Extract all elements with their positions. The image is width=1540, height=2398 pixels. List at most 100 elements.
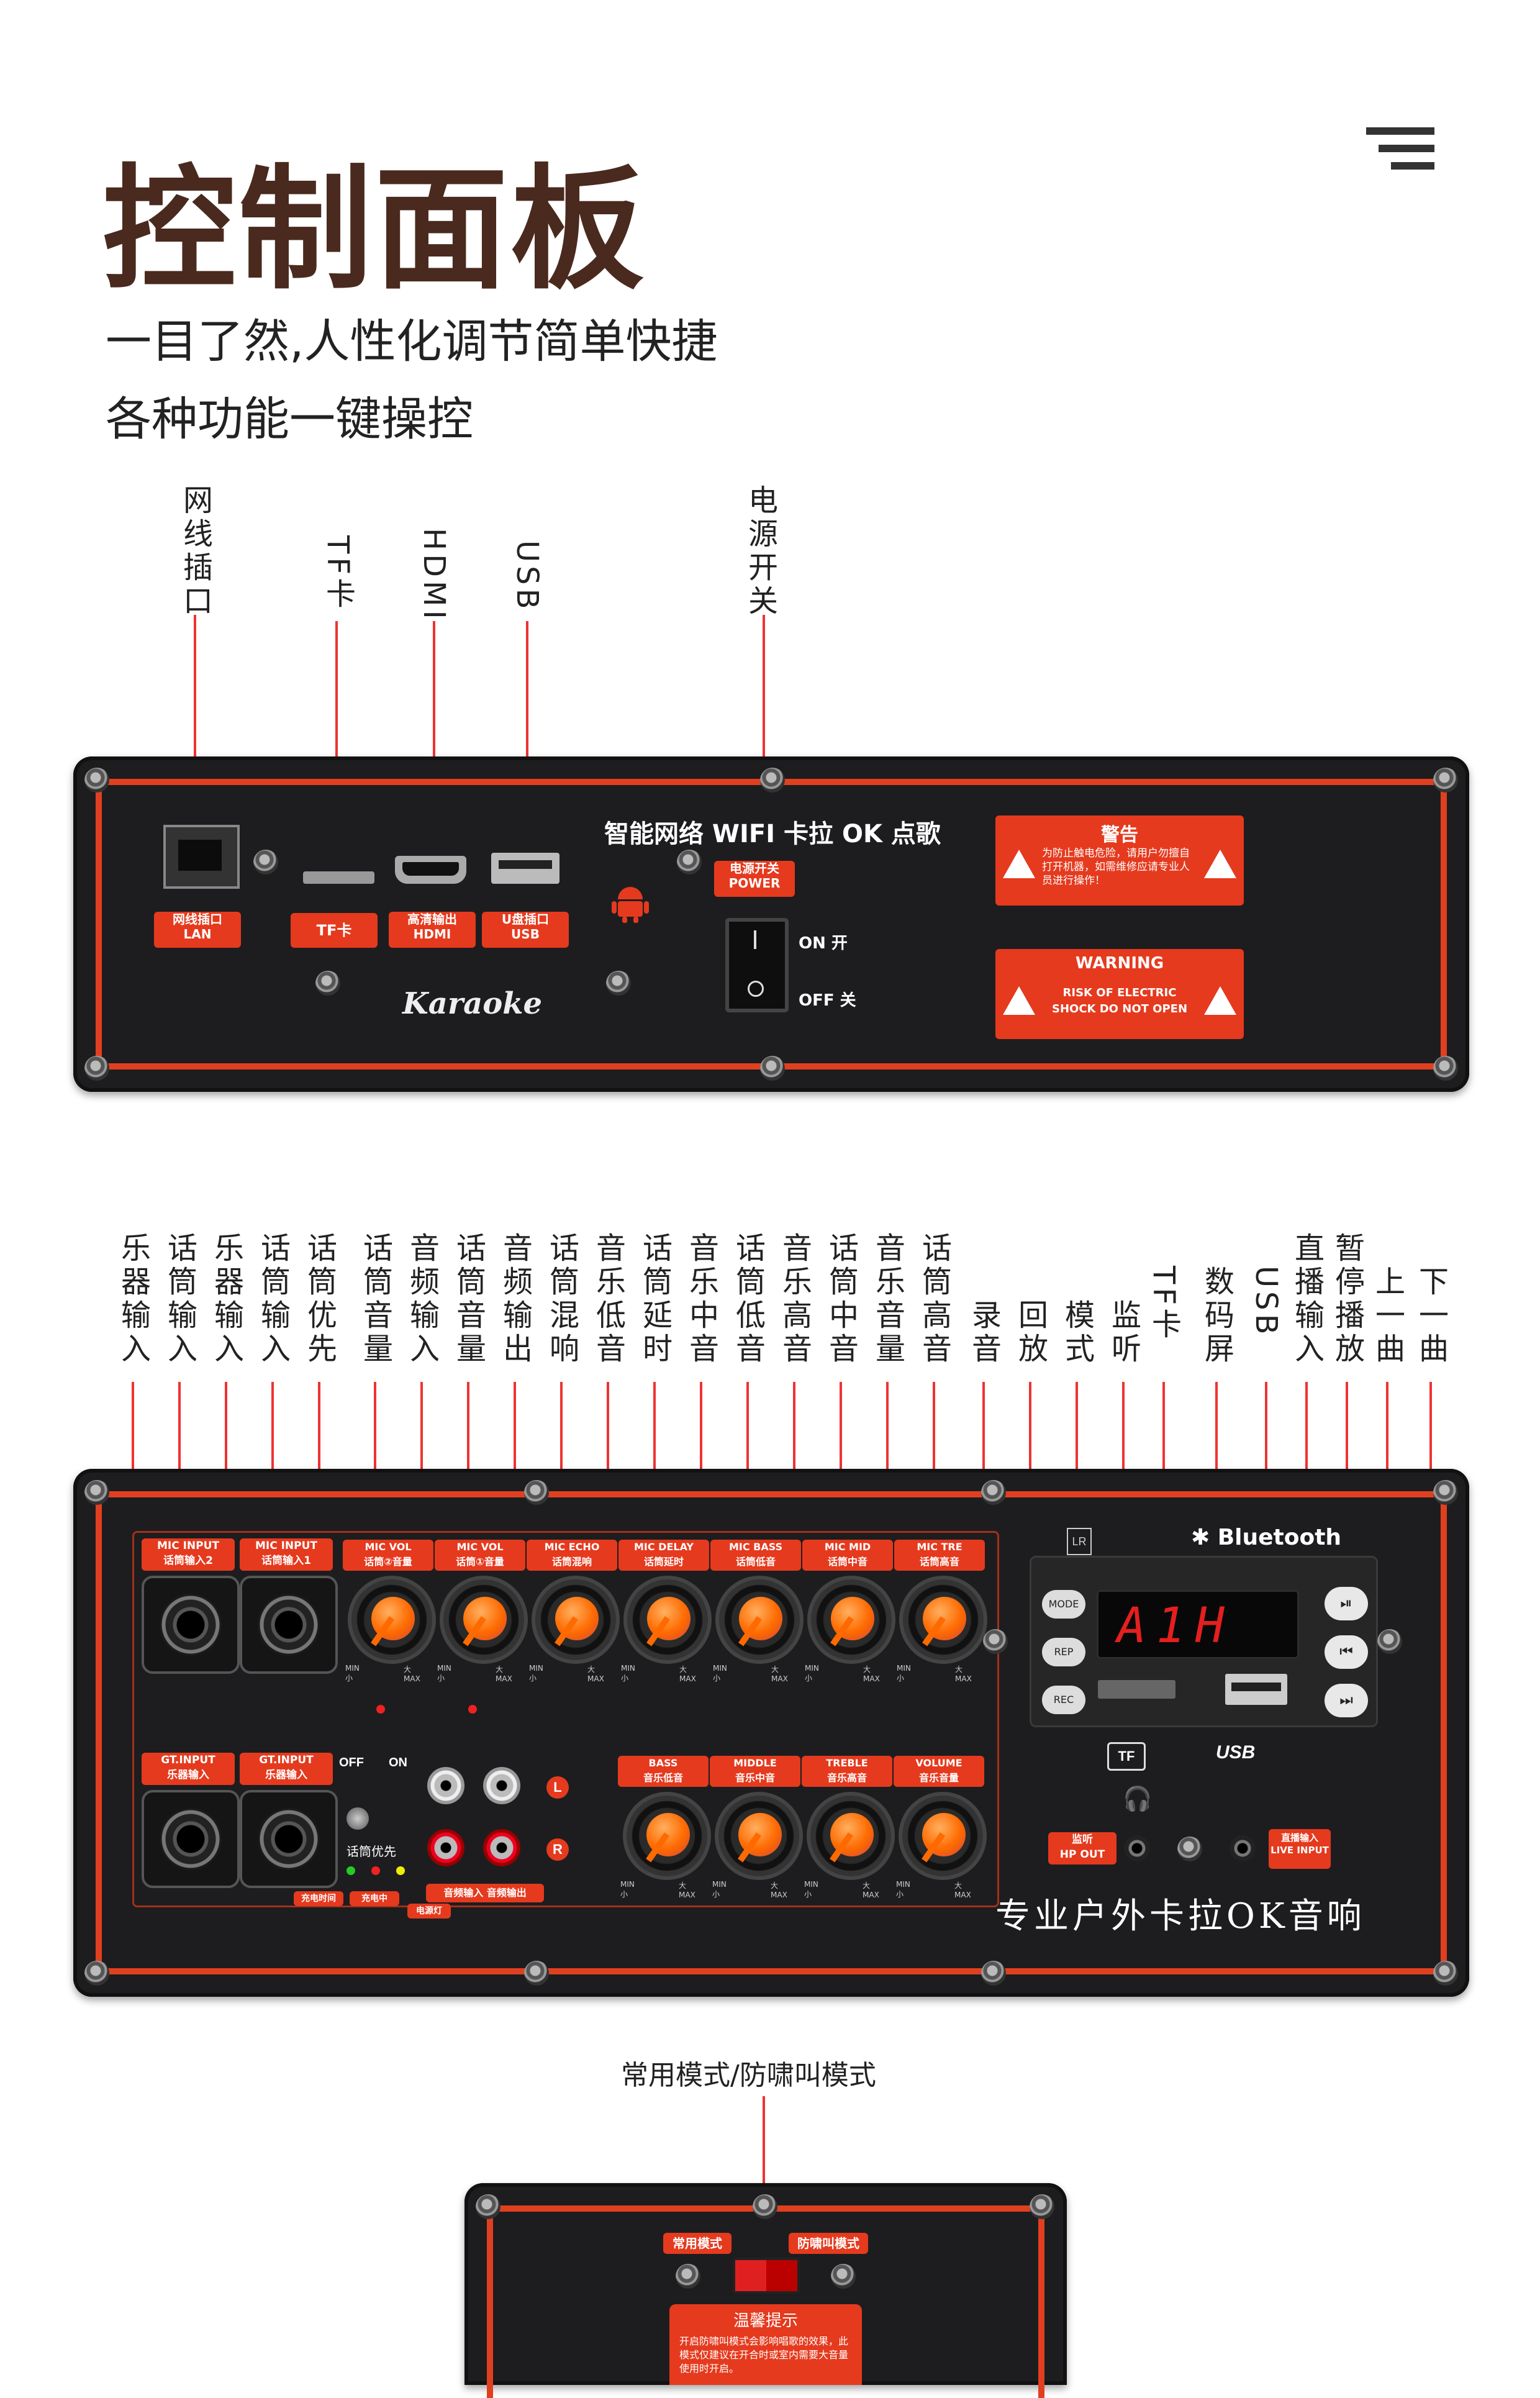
usb-logo: USB bbox=[1216, 1742, 1256, 1763]
priority-on-label: ON bbox=[389, 1756, 407, 1769]
live-input-jack[interactable] bbox=[1230, 1835, 1256, 1861]
priority-switch[interactable] bbox=[346, 1807, 369, 1830]
scale-max-label: 大MAX bbox=[955, 1665, 972, 1683]
rca-right-label: R bbox=[546, 1838, 569, 1861]
callout-label: 话筒中音 bbox=[823, 1232, 858, 1366]
callout-label: 音频输出 bbox=[497, 1232, 532, 1366]
warning-cn-text: 为防止触电危险，请用户勿擅自打开机器，如需维修应请专业人员进行操作！ bbox=[1042, 847, 1190, 887]
tip-title: 温馨提示 bbox=[733, 2312, 798, 2330]
leader-line bbox=[194, 615, 196, 851]
bottom-knob[interactable] bbox=[899, 1792, 987, 1880]
usb-port[interactable] bbox=[491, 853, 559, 884]
screw bbox=[1433, 1480, 1458, 1505]
top-knob[interactable] bbox=[348, 1576, 436, 1664]
hazard-icon bbox=[1003, 986, 1035, 1015]
callout-label: 下一曲 bbox=[1413, 1266, 1448, 1366]
knob-pointer bbox=[646, 1832, 670, 1863]
indicator-led bbox=[468, 1705, 477, 1714]
top-knob-label: MIC BASS 话筒低音 bbox=[710, 1540, 801, 1571]
audio-out-right-jack[interactable] bbox=[483, 1829, 520, 1866]
top-knob[interactable] bbox=[899, 1576, 987, 1664]
screw bbox=[253, 850, 278, 874]
screw bbox=[677, 850, 702, 874]
top-knob[interactable] bbox=[623, 1576, 712, 1664]
screw bbox=[760, 768, 785, 793]
karaoke-logo: Karaoke bbox=[402, 986, 543, 1021]
indicator-led bbox=[376, 1705, 385, 1714]
top-knob-label: MIC ECHO 话筒混响 bbox=[527, 1540, 617, 1571]
audio-in-left-jack[interactable] bbox=[427, 1767, 464, 1804]
gt-input-2-jack[interactable] bbox=[142, 1790, 240, 1888]
scale-min-label: MIN小 bbox=[620, 1880, 635, 1899]
scale-max-label: 大MAX bbox=[954, 1881, 971, 1899]
hdmi-port[interactable] bbox=[395, 856, 466, 884]
top-knob[interactable] bbox=[440, 1576, 528, 1664]
audio-in-right-jack[interactable] bbox=[427, 1829, 464, 1866]
gt-input-1-jack[interactable] bbox=[240, 1790, 338, 1888]
mode-switch-panel: 常用模式 防啸叫模式 温馨提示 开启防啸叫模式会影响唱歌的效果，此模式仅建议在开… bbox=[464, 2183, 1067, 2398]
tf-card-slot[interactable] bbox=[1098, 1680, 1175, 1699]
top-knob-label: MIC DELAY 话筒延时 bbox=[618, 1540, 709, 1571]
scale-max-label: 大MAX bbox=[587, 1665, 604, 1683]
screw bbox=[84, 1056, 109, 1081]
mic-input-1-jack[interactable] bbox=[240, 1576, 338, 1674]
callout-label: USB bbox=[1249, 1266, 1284, 1338]
charge-led bbox=[346, 1866, 355, 1875]
scale-max-label: 大MAX bbox=[679, 1665, 696, 1683]
usb-slot[interactable] bbox=[1225, 1674, 1287, 1705]
bottom-knob[interactable] bbox=[715, 1792, 803, 1880]
warning-en-text: RISK OF ELECTRIC SHOCK DO NOT OPEN bbox=[1051, 986, 1188, 1015]
bluetooth-label: Bluetooth bbox=[1217, 1525, 1342, 1550]
hp-out-tag: 监听 HP OUT bbox=[1048, 1832, 1116, 1864]
android-icon bbox=[609, 881, 652, 924]
knob-pointer bbox=[738, 1616, 763, 1646]
mode-button[interactable]: MODE bbox=[1042, 1590, 1085, 1619]
screw bbox=[676, 2264, 700, 2289]
tip-box: 温馨提示 开启防啸叫模式会影响唱歌的效果，此模式仅建议在开合时或室内需要大音量使… bbox=[669, 2304, 862, 2385]
bottom-knob-label: BASS 音乐低音 bbox=[618, 1756, 709, 1787]
lan-port[interactable] bbox=[163, 825, 240, 889]
previous-track-icon[interactable]: ⏮ bbox=[1325, 1635, 1368, 1669]
slogan: 专业户外卡拉OK音响 bbox=[995, 1896, 1366, 1937]
rep-button[interactable]: REP bbox=[1042, 1638, 1085, 1666]
mic-input-2-tag: MIC INPUT 话筒输入2 bbox=[142, 1538, 235, 1571]
callout-label: 网线插口 bbox=[178, 484, 212, 619]
callout-label: 回放 bbox=[1013, 1299, 1048, 1366]
next-track-icon[interactable]: ⏭ bbox=[1325, 1684, 1368, 1717]
power-tag: 电源开关 POWER bbox=[714, 861, 795, 897]
callout-label: 音频输入 bbox=[404, 1232, 439, 1366]
hdmi-tag: 高清输出 HDMI bbox=[389, 912, 476, 948]
power-switch[interactable] bbox=[725, 918, 789, 1012]
callout-label: 乐器输入 bbox=[116, 1232, 150, 1366]
warning-en-title: WARNING bbox=[1075, 954, 1164, 973]
callout-label: 电源开关 bbox=[743, 484, 777, 619]
callout-label: 音乐高音 bbox=[777, 1232, 812, 1366]
scale-min-label: MIN小 bbox=[713, 1664, 727, 1683]
leader-line bbox=[335, 621, 338, 863]
audio-out-left-jack[interactable] bbox=[483, 1767, 520, 1804]
lan-tag: 网线插口 LAN bbox=[154, 912, 241, 948]
top-knob[interactable] bbox=[532, 1576, 620, 1664]
anti-howl-mode-tag: 防啸叫模式 bbox=[789, 2233, 868, 2254]
usb-tag: U盘插口 USB bbox=[482, 912, 569, 948]
mode-toggle-switch[interactable] bbox=[733, 2258, 800, 2294]
play-pause-icon[interactable]: ⏯ bbox=[1325, 1587, 1368, 1620]
bottom-knob[interactable] bbox=[623, 1792, 711, 1880]
tf-card-slot[interactable] bbox=[303, 871, 374, 884]
bluetooth-logo: ✱ Bluetooth bbox=[1191, 1525, 1341, 1550]
hp-out-jack[interactable] bbox=[1124, 1835, 1150, 1861]
mic-input-2-jack[interactable] bbox=[142, 1576, 240, 1674]
bottom-knob[interactable] bbox=[807, 1792, 895, 1880]
screw bbox=[84, 768, 109, 793]
top-knob[interactable] bbox=[807, 1576, 895, 1664]
subtitle-line-2: 各种功能一键操控 bbox=[106, 393, 473, 446]
knob-pointer bbox=[830, 1616, 854, 1646]
led-label-power: 电源灯 bbox=[407, 1904, 451, 1919]
callout-label: USB bbox=[510, 540, 545, 613]
top-knob[interactable] bbox=[715, 1576, 804, 1664]
leader-line bbox=[763, 615, 765, 876]
menu-lines-icon[interactable] bbox=[1360, 127, 1434, 180]
rec-button[interactable]: REC bbox=[1042, 1686, 1085, 1714]
left-control-region bbox=[132, 1531, 999, 1907]
scale-min-label: MIN小 bbox=[805, 1664, 819, 1683]
